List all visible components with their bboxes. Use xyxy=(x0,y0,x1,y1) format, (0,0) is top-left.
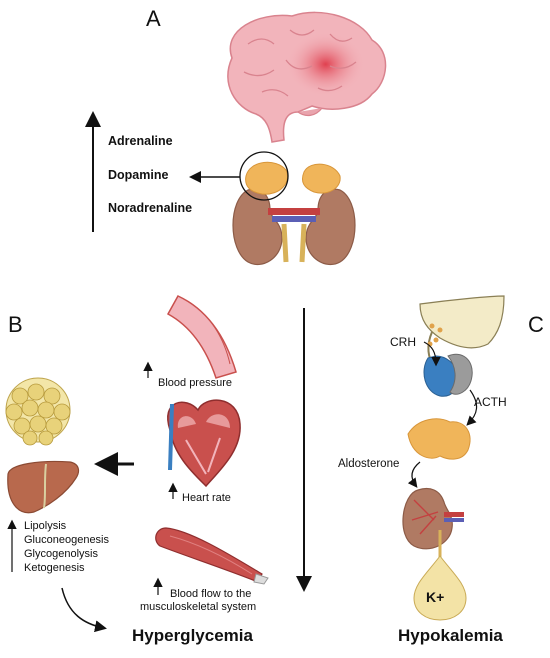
label-aldosterone: Aldosterone xyxy=(338,458,400,470)
label-dopamine: Dopamine xyxy=(108,168,169,182)
fat-cells-illustration xyxy=(5,377,71,446)
arrow-aldosterone xyxy=(407,461,421,488)
label-adrenaline: Adrenaline xyxy=(108,134,173,148)
panel-label-b: B xyxy=(8,312,23,337)
adrenal-gland-c-illustration xyxy=(407,418,471,460)
label-ketogenesis: Ketogenesis xyxy=(24,562,85,574)
hypothalamus-pituitary-illustration xyxy=(419,295,505,397)
arrow-acth xyxy=(466,389,478,426)
label-blood-pressure: Blood pressure xyxy=(158,377,232,389)
arrow-crh xyxy=(423,341,441,367)
label-potassium: K+ xyxy=(426,589,445,605)
liver-illustration xyxy=(7,460,80,514)
label-lipolysis: Lipolysis xyxy=(24,520,67,532)
label-gluconeogenesis: Gluconeogenesis xyxy=(24,534,110,546)
heart-illustration xyxy=(167,399,241,488)
kidney-c-illustration xyxy=(402,487,464,560)
label-noradrenaline: Noradrenaline xyxy=(108,201,193,215)
label-glycogenolysis: Glycogenolysis xyxy=(24,548,98,560)
label-hyperglycemia: Hyperglycemia xyxy=(132,626,253,645)
label-blood-flow-line1: Blood flow to the xyxy=(170,588,252,600)
curved-arrow-hyperglycemia xyxy=(61,587,107,633)
panel-label-c: C xyxy=(528,312,544,337)
label-crh: CRH xyxy=(390,335,416,349)
kidneys-adrenals-illustration xyxy=(232,151,356,266)
label-heart-rate: Heart rate xyxy=(182,492,231,504)
label-blood-flow-line2: musculoskeletal system xyxy=(140,601,257,613)
label-acth: ACTH xyxy=(474,395,507,409)
potassium-drop-illustration xyxy=(413,555,467,621)
panel-label-a: A xyxy=(146,6,161,31)
label-hypokalemia: Hypokalemia xyxy=(398,626,503,645)
brain-illustration xyxy=(227,11,387,143)
muscle-illustration xyxy=(155,527,269,585)
blood-vessel-illustration xyxy=(166,295,237,379)
